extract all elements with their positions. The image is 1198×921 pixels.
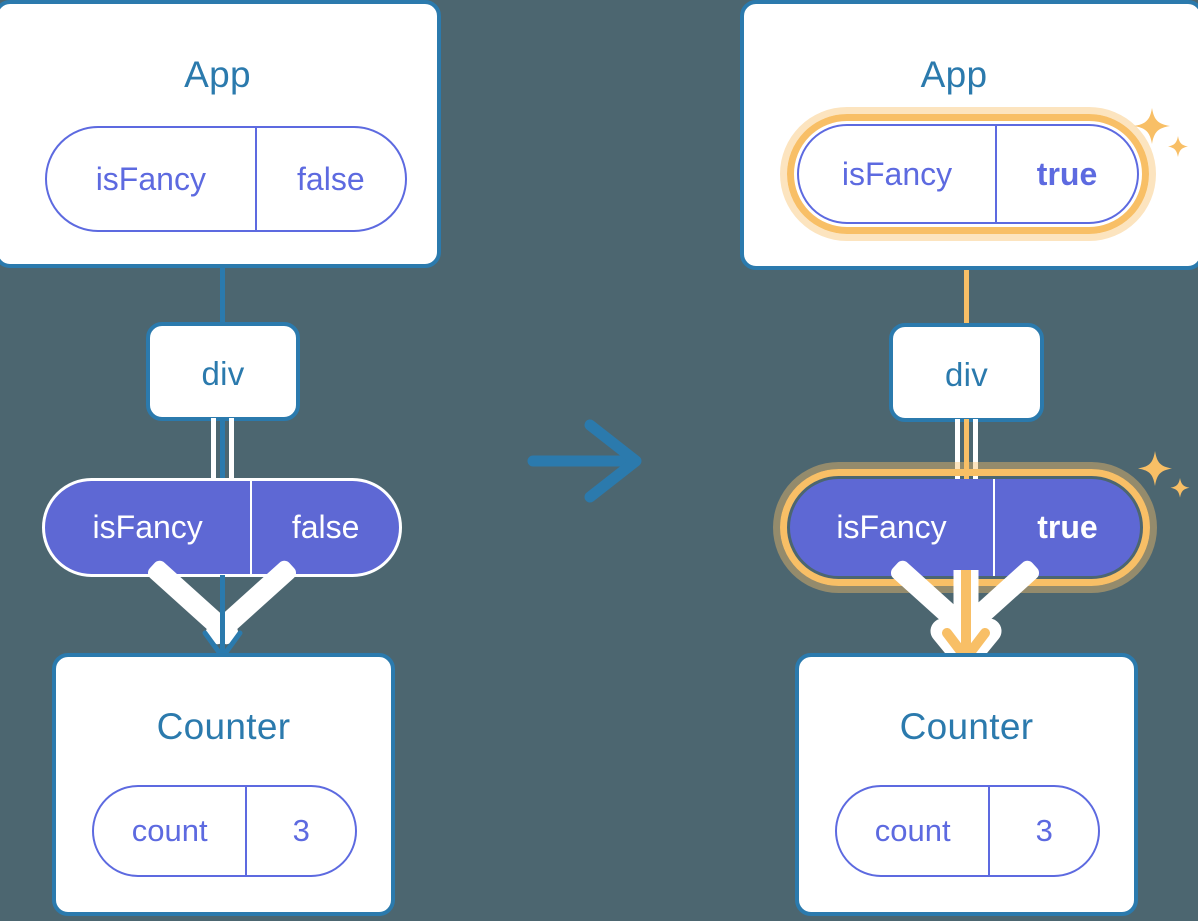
after-counter-card: Counter count 3 [795,653,1138,916]
before-app-state-pill: isFancy false [45,126,407,232]
before-counter-state-value: 3 [245,787,355,875]
after-prop-value: true [993,479,1140,576]
after-counter-state-value: 3 [988,787,1098,875]
after-app-state-value: true [995,126,1137,222]
before-div-label: div [201,355,245,392]
after-app-state-key: isFancy [841,155,953,192]
before-app-state-value: false [254,128,405,230]
after-counter-state-key: count [874,813,951,848]
after-app-sparkles [1134,108,1188,157]
after-app-to-div-line [964,230,969,330]
after-div-label: div [944,356,989,393]
before-counter-card: Counter count 3 [52,653,395,916]
before-app-title: App [184,54,251,95]
after-app-title: App [920,54,988,95]
after-div-to-prop-rail-right [973,419,978,481]
after-app-state-pill: isFancy true [797,124,1139,224]
before-div-to-prop-rail-right [229,418,234,480]
after-counter-title: Counter [899,706,1034,747]
sparkle-small-icon [1168,136,1188,157]
before-prop-value: false [250,481,399,574]
before-div-to-prop-line [220,418,225,480]
sparkle-large-icon [1138,451,1172,486]
before-app-to-div-line [220,262,225,328]
after-prop-sparkles [1138,451,1190,498]
after-counter-state-pill: count 3 [835,785,1100,877]
before-div-card: div [146,322,300,421]
before-prop-pill: isFancy false [42,478,402,577]
after-prop-pill: isFancy true [790,479,1140,576]
before-counter-state-key: count [131,813,208,848]
before-app-card: App isFancy false [0,0,441,268]
sparkle-large-icon [1134,108,1170,144]
before-counter-title: Counter [156,706,291,747]
before-counter-state-pill: count 3 [92,785,357,877]
after-div-card: div [889,323,1044,422]
before-app-state-key: isFancy [95,160,206,197]
after-div-to-prop-line [964,419,969,481]
after-div-to-prop-rail-left [955,419,960,481]
before-prop-key: isFancy [92,509,203,545]
after-prop-key: isFancy [836,509,947,545]
before-div-to-prop-rail-left [211,418,216,480]
sparkle-small-icon [1170,478,1190,498]
